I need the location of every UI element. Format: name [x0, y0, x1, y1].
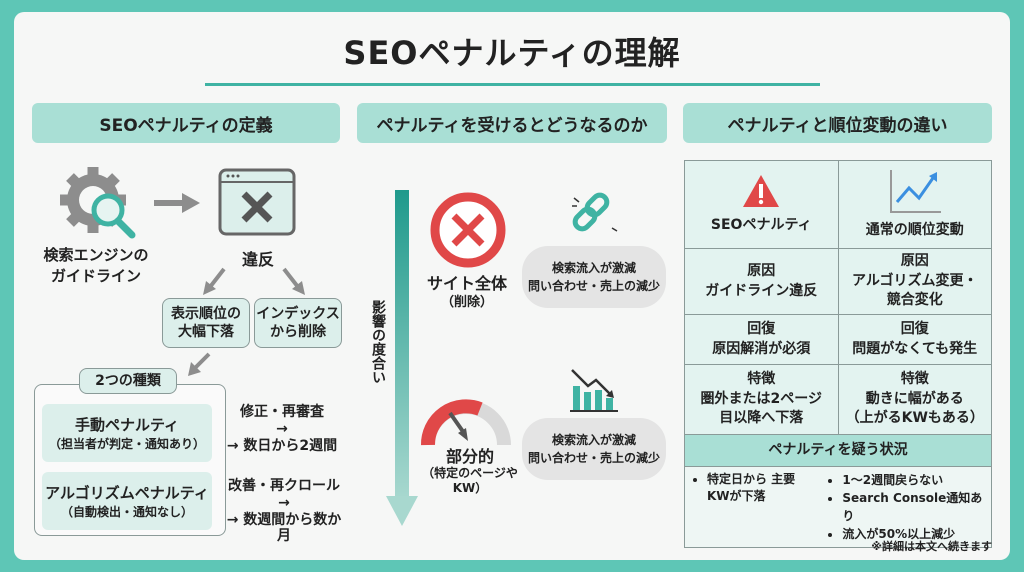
error-circle-icon — [430, 192, 506, 268]
rising-chart-icon — [889, 170, 941, 214]
cell-recovery-normal: 回復問題がなくても発生 — [837, 314, 992, 365]
impact-site-wide: サイト全体（削除） — [426, 274, 507, 310]
section-header-compare: ペナルティと順位変動の違い — [683, 103, 992, 143]
impact-partial: 部分的（特定のページやKW） — [422, 447, 518, 495]
title-underline — [205, 83, 820, 86]
browser-error-icon — [218, 168, 296, 236]
section-header-impact: ペナルティを受けるとどうなるのか — [357, 103, 667, 143]
algorithm-recovery-steps: 改善・再クロール→→ 数週間から数か月 — [226, 478, 342, 545]
warning-icon — [743, 175, 780, 208]
suspect-list-left: 特定日から 主要KWが下落 — [693, 471, 814, 543]
guideline-label: 検索エンジンのガイドライン — [43, 246, 149, 285]
gauge-icon — [420, 399, 511, 446]
impact-site-wide-bubble: 検索流入が激減問い合わせ・売上の減少 — [522, 246, 666, 308]
impact-gradient-arrow — [386, 190, 418, 526]
arrow-down-left-icon — [188, 352, 211, 376]
outcome-rank-drop: 表示順位の大幅下落 — [162, 298, 250, 348]
header-normal-fluctuation: 通常の順位変動 — [837, 160, 992, 249]
comparison-table: SEOペナルティ 通常の順位変動 原因ガイドライン違反原因アルゴリズム変更・競合… — [684, 160, 992, 548]
manual-penalty-box: 手動ペナルティ（担当者が判定・通知あり） — [42, 404, 212, 462]
arrow-right-icon — [154, 193, 200, 213]
impact-axis-label: 影響の度合い — [370, 300, 386, 384]
page-title: SEOペナルティの理解 — [343, 34, 681, 72]
section-header-definition: SEOペナルティの定義 — [32, 103, 340, 143]
footnote: ※詳細は本文へ続きます — [871, 540, 992, 553]
suspect-list: 特定日から 主要KWが下落 1〜2週間戻らないSearch Console通知あ… — [684, 466, 992, 548]
suspect-list-right: 1〜2週間戻らないSearch Console通知あり流入が50%以上減少 — [828, 471, 983, 543]
cell-cause-normal: 原因アルゴリズム変更・競合変化 — [837, 248, 992, 315]
declining-chart-icon — [570, 369, 618, 412]
violation-label: 違反 — [241, 250, 274, 269]
algorithm-penalty-box: アルゴリズムペナルティ（自動検出・通知なし） — [42, 472, 212, 530]
header-seo-penalty: SEOペナルティ — [684, 160, 839, 249]
impact-partial-bubble: 検索流入が激減問い合わせ・売上の減少 — [522, 418, 666, 480]
suspect-header: ペナルティを疑う状況 — [684, 434, 992, 467]
broken-link-icon — [572, 192, 618, 232]
cell-feature-normal: 特徴動きに幅がある（上がるKWもある） — [837, 364, 992, 435]
gear-search-icon — [60, 167, 136, 239]
types-label: 2つの種類 — [79, 368, 177, 394]
cell-feature-penalty: 特徴圏外または2ページ目以降へ下落 — [684, 364, 839, 435]
cell-cause-penalty: 原因ガイドライン違反 — [684, 248, 839, 315]
outcome-deindex: インデックスから削除 — [254, 298, 342, 348]
branch-arrows-icon — [203, 267, 305, 295]
manual-recovery-steps: 修正・再審査→→ 数日から2週間 — [226, 404, 338, 454]
cell-recovery-penalty: 回復原因解消が必須 — [684, 314, 839, 365]
